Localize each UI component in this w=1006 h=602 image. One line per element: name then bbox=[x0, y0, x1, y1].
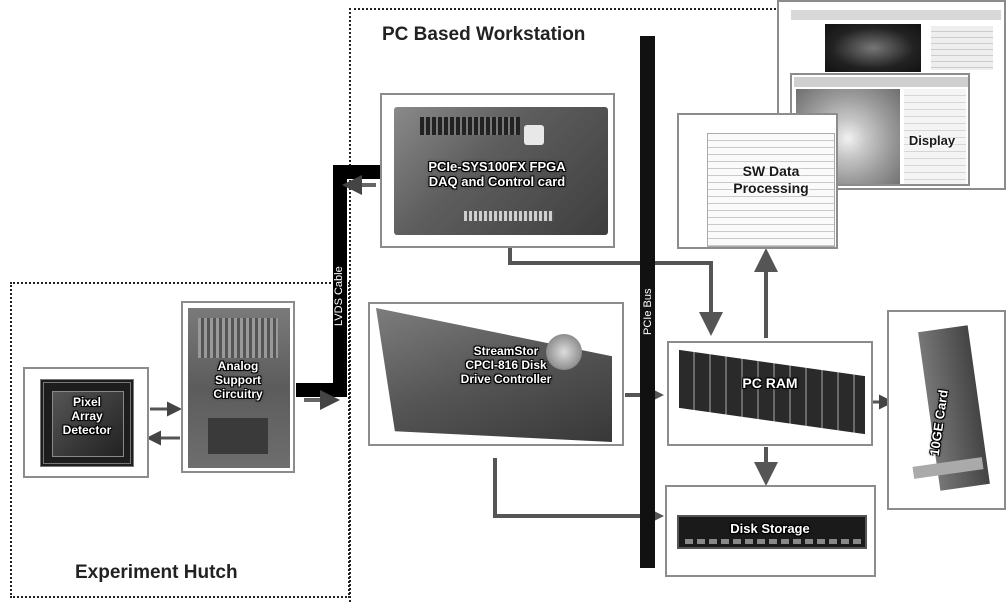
fpga-card-box bbox=[380, 93, 615, 248]
display-label: Display bbox=[908, 133, 956, 148]
pc-ram-label: PC RAM bbox=[742, 375, 798, 391]
analog-support-box bbox=[181, 301, 295, 473]
pcie-bus-label: PCIe Bus bbox=[642, 288, 654, 335]
sw-processing-box bbox=[677, 113, 838, 249]
pixel-detector-label: Pixel Array Detector bbox=[62, 395, 112, 438]
lvds-cable-line bbox=[296, 165, 385, 397]
streamstor-box bbox=[368, 302, 624, 446]
disk-storage-box bbox=[665, 485, 876, 577]
streamstor-label: StreamStor CPCI-816 Disk Drive Controlle… bbox=[460, 344, 552, 387]
fpga-card-label: PCIe-SYS100FX FPGA DAQ and Control card bbox=[428, 159, 566, 190]
workstation-title: PC Based Workstation bbox=[382, 24, 586, 45]
analog-support-label: Analog Support Circuitry bbox=[213, 359, 263, 402]
ten-ge-card-box bbox=[887, 310, 1006, 510]
pcie-bus-bar bbox=[640, 36, 655, 568]
sw-processing-label: SW Data Processing bbox=[733, 163, 809, 196]
disk-storage-label: Disk Storage bbox=[730, 521, 810, 536]
workstation-zone bbox=[349, 8, 1004, 602]
lvds-cable-label: LVDS Cable bbox=[333, 266, 345, 326]
hutch-zone bbox=[10, 282, 350, 598]
pixel-detector-box bbox=[23, 367, 149, 478]
hutch-title: Experiment Hutch bbox=[75, 562, 238, 583]
pc-ram-box bbox=[667, 341, 873, 446]
